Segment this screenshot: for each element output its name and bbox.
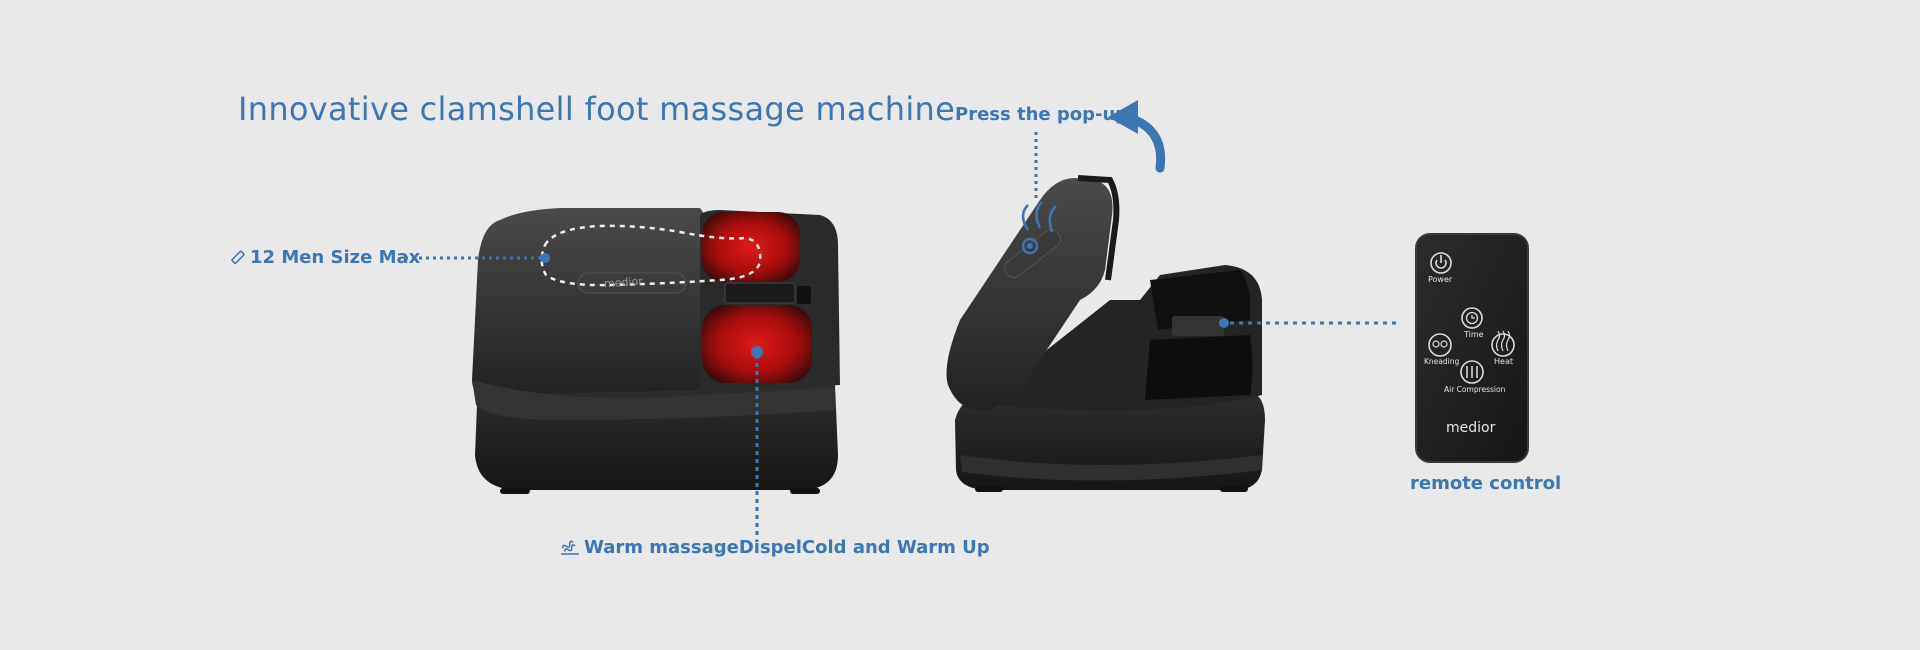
warm-callout: Warm massageDispelCold and Warm Up [560, 537, 990, 558]
curved-arrow-icon [1108, 100, 1166, 173]
remote-time-label: Time [1464, 330, 1484, 339]
page-title: Innovative clamshell foot massage machin… [238, 90, 956, 128]
clock-icon [1461, 307, 1483, 329]
remote-kneading-label: Kneading [1424, 357, 1460, 366]
warm-leader-dot [751, 346, 763, 358]
open-foot-right [1220, 486, 1248, 492]
massager-bevel [472, 380, 835, 420]
foot-massager-open [946, 175, 1265, 492]
foot-size-outline [540, 224, 762, 287]
remote-power-label: Power [1428, 275, 1453, 284]
heat-icon [1491, 330, 1515, 357]
hand-press-icon [1021, 201, 1057, 255]
lid-hinge-edge [1077, 175, 1120, 281]
popup-callout: Press the pop-up [955, 104, 1129, 125]
massager-lid [472, 208, 705, 395]
foot-massager-closed [472, 208, 840, 494]
open-base-bevel [960, 455, 1262, 481]
open-control-panel [1172, 316, 1224, 336]
massager-latch [797, 286, 811, 304]
size-callout: 12 Men Size Max [230, 247, 420, 268]
massager-control-panel [724, 282, 796, 304]
massager-foot-left [500, 488, 530, 494]
device-brand-label: medior [603, 274, 644, 291]
kneading-icon [1428, 333, 1452, 357]
remote-leader-dot [1219, 318, 1229, 328]
heat-waves-icon [561, 540, 579, 555]
brand-plate [577, 272, 687, 294]
remote-control [1415, 233, 1529, 463]
remote-heat-label: Heat [1494, 357, 1513, 366]
heated-foot-well-upper [702, 212, 800, 282]
size-leader-dot [540, 253, 550, 263]
air-compression-icon [1460, 360, 1484, 384]
remote-air-label: Air Compression [1444, 385, 1506, 394]
power-icon [1430, 252, 1452, 274]
ruler-icon [231, 250, 245, 264]
open-massager-lid [946, 178, 1113, 411]
warm-callout-text: Warm massageDispelCold and Warm Up [584, 537, 990, 558]
open-foot-left [975, 486, 1003, 492]
remote-callout: remote control [1410, 473, 1562, 494]
massager-foot-right [790, 488, 820, 494]
heated-foot-well-lower [702, 305, 812, 383]
open-foot-well-upper [1150, 270, 1251, 330]
open-foot-well-lower [1145, 335, 1253, 400]
size-callout-text: 12 Men Size Max [250, 247, 421, 268]
remote-brand-label: medior [1446, 420, 1496, 436]
